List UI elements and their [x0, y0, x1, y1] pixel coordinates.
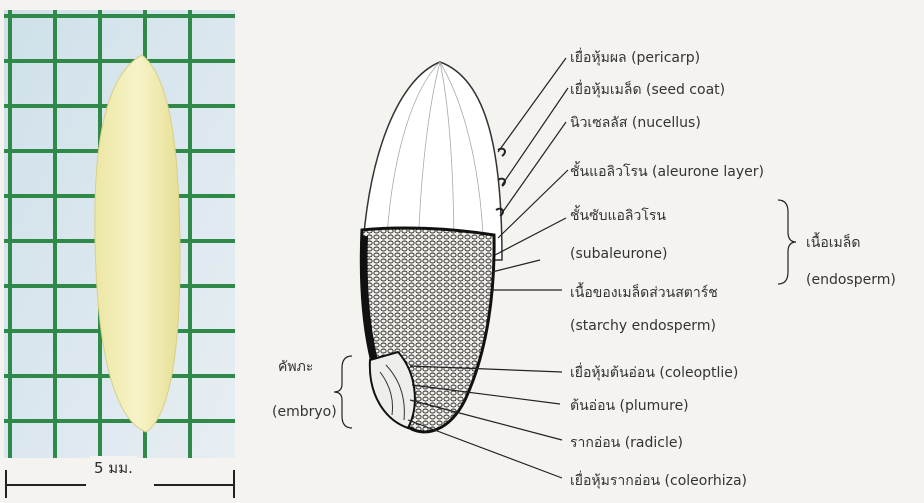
label-aleurone: ชั้นแอลิวโรน (aleurone layer) — [570, 161, 764, 183]
label-subaleurone-en: (subaleurone) — [570, 246, 667, 262]
group-embryo-th: คัพภะ — [278, 356, 313, 378]
group-embryo-en: (embryo) — [272, 404, 337, 420]
scale-bar-label: 5 มม. — [90, 456, 137, 480]
label-coleoptile: เยื่อหุ้มต้นอ่อน (coleoptlie) — [570, 362, 738, 384]
label-subaleurone-th: ชั้นซับแอลิวโรน — [570, 205, 666, 227]
label-plumule: ต้นอ่อน (plumure) — [570, 395, 689, 417]
rice-grain-photo — [4, 10, 235, 458]
group-endosperm-en: (endosperm) — [806, 272, 896, 288]
group-endosperm-th: เนื้อเมล็ด — [806, 232, 860, 254]
label-radicle: รากอ่อน (radicle) — [570, 432, 683, 454]
label-coleorhiza: เยื่อหุ้มรากอ่อน (coleorhiza) — [570, 470, 747, 492]
label-seed-coat: เยื่อหุ้มเมล็ด (seed coat) — [570, 79, 725, 101]
label-starchy-en: (starchy endosperm) — [570, 318, 716, 334]
label-starchy-th: เนื้อของเมล็ดส่วนสตาร์ช — [570, 282, 718, 304]
grain-cross-section-diagram: เยื่อหุ้มผล (pericarp) เยื่อหุ้มเมล็ด (s… — [240, 0, 924, 503]
label-nucellus: นิวเซลลัส (nucellus) — [570, 112, 701, 134]
label-pericarp: เยื่อหุ้มผล (pericarp) — [570, 47, 700, 69]
